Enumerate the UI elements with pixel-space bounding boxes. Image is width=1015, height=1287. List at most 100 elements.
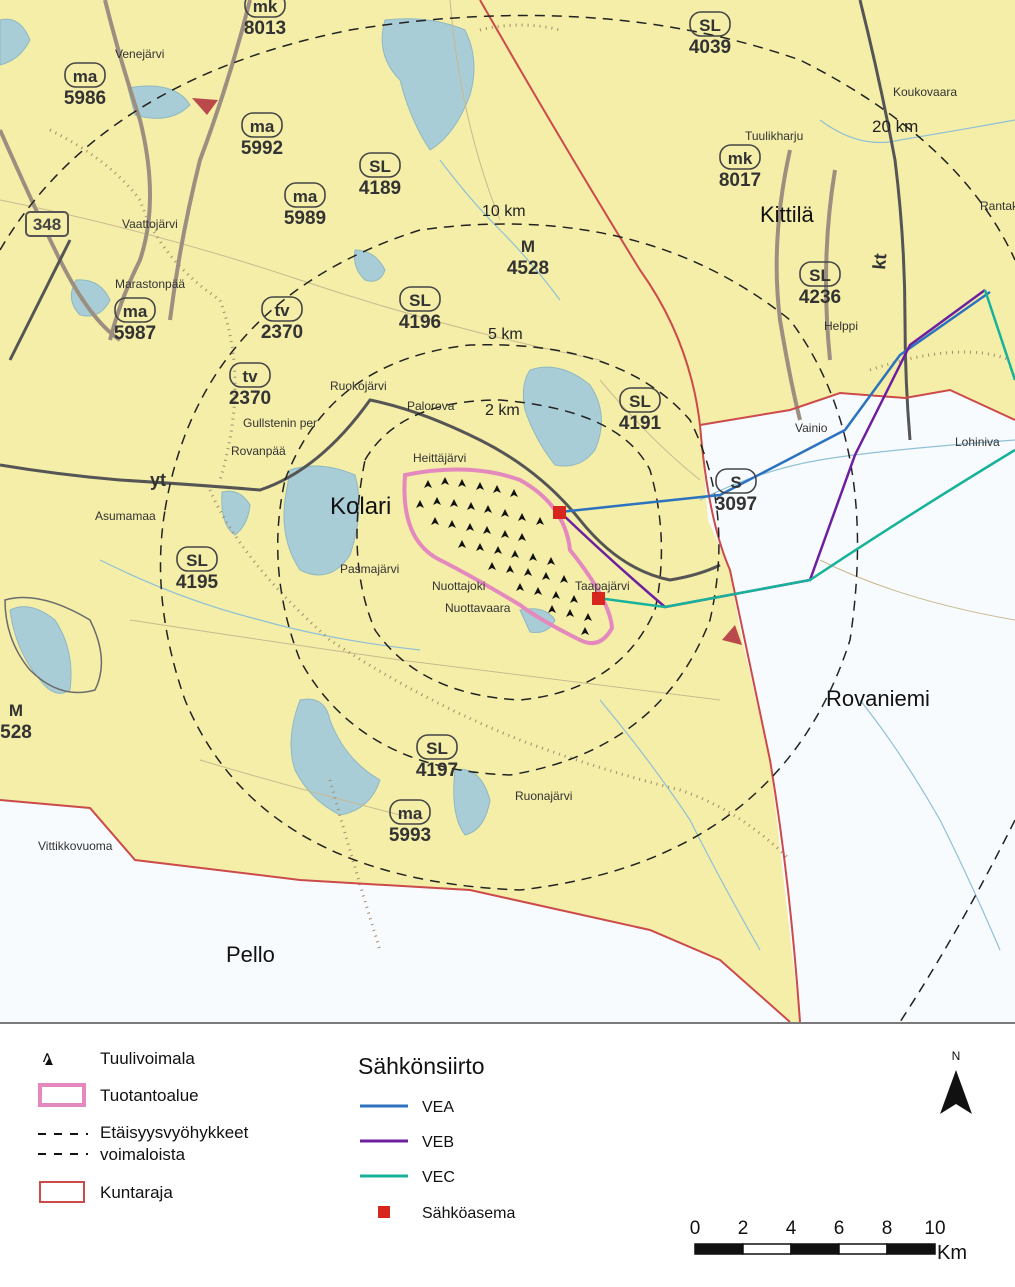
- area-label-code: tv: [242, 367, 258, 386]
- place-rovaniemi[interactable]: Rovaniemi: [826, 686, 930, 711]
- turbine-icon: [493, 485, 501, 493]
- area-label-id: 4196: [399, 312, 441, 333]
- place-kittila[interactable]: Kittilä: [760, 202, 815, 227]
- turbine-icon: [534, 587, 542, 595]
- area-label-id: 5986: [64, 88, 106, 109]
- area-label[interactable]: tv 2370: [229, 362, 271, 409]
- turbine-icon: [510, 489, 518, 497]
- turbine-icon: [458, 479, 466, 487]
- turbine-icon: [581, 627, 589, 635]
- small-label-taapajarvi: Taapajärvi: [575, 579, 630, 593]
- small-label-helppi: Helppi: [824, 319, 858, 333]
- area-label-pill: [719, 144, 761, 170]
- area-label[interactable]: SL 4236: [799, 261, 841, 308]
- area-label-code: SL: [629, 392, 651, 411]
- zone-label-2km: 2 km: [485, 402, 520, 419]
- area-label-pill: [244, 0, 286, 18]
- area-label-code: tv: [274, 301, 290, 320]
- small-label-rantakari: Rantakari: [980, 199, 1015, 213]
- water-bodies: [0, 18, 602, 836]
- scale-tick-label: 2: [738, 1218, 749, 1239]
- small-label-pasmajarvi: Pasmajärvi: [340, 562, 399, 576]
- pello-region: [0, 800, 790, 1022]
- place-kolari[interactable]: Kolari: [330, 493, 391, 520]
- area-label-pill: [389, 799, 431, 825]
- north-arrow-icon: [940, 1070, 972, 1114]
- turbine-icon: [506, 565, 514, 573]
- turbine-icon: [467, 502, 475, 510]
- area-label-code: SL: [809, 266, 831, 285]
- turbine-icon: [488, 562, 496, 570]
- scale-segment: [886, 1243, 936, 1255]
- area-label-id: 4197: [416, 760, 458, 781]
- production-area: [402, 467, 615, 645]
- legend-production-area-swatch: [38, 1083, 86, 1107]
- area-label-pill: [114, 297, 156, 323]
- legend-transmission-title: Sähkönsiirto: [358, 1053, 485, 1079]
- area-label[interactable]: SL 4191: [619, 387, 662, 434]
- area-label-code: M: [9, 701, 23, 720]
- road-label-yt: yt: [150, 470, 166, 490]
- area-label-id: 4236: [799, 287, 841, 308]
- turbine-icon: [433, 497, 441, 505]
- zone-label-5km: 5 km: [488, 326, 523, 343]
- area-label-code: S: [730, 473, 741, 492]
- legend-panel: ˄ Tuulivoimala Tuotantoalue Etäisyysvyöh…: [0, 1022, 1015, 1282]
- main-roads: [0, 0, 912, 582]
- area-label-id: 2370: [229, 388, 271, 409]
- legend-vea: VEA: [422, 1099, 454, 1116]
- line-vec: [597, 448, 1015, 609]
- area-label-code: SL: [426, 739, 448, 758]
- turbine-icon: [511, 550, 519, 558]
- turbine-icon: [529, 553, 537, 561]
- area-label-code: SL: [369, 157, 391, 176]
- small-label-vittikkovuoma: Vittikkovuoma: [38, 839, 113, 853]
- area-label-id: 5993: [389, 825, 431, 846]
- small-label-asumamaa: Asumamaa: [95, 509, 156, 523]
- scale-tick-label: 6: [834, 1218, 845, 1239]
- substation-north[interactable]: [553, 506, 566, 519]
- turbine-icon: [441, 477, 449, 485]
- turbine-icon: [524, 568, 532, 576]
- area-label-pill: [229, 362, 271, 388]
- area-label[interactable]: SL 4197: [416, 734, 458, 781]
- small-label-vaattojarvi: Vaattojärvi: [122, 217, 178, 231]
- small-label-nuottavaara: Nuottavaara: [445, 601, 511, 615]
- road-label-348: 348: [33, 215, 61, 234]
- area-label-code: SL: [186, 551, 208, 570]
- municipality-border: [0, 0, 1015, 1023]
- turbine-icon: [448, 520, 456, 528]
- legend-production-area: Tuotantoalue: [100, 1086, 199, 1105]
- area-label-pill: [416, 734, 458, 760]
- turbine-icon: [570, 595, 578, 603]
- turbine-icon: [547, 557, 555, 565]
- legend-distance-zones-1: Etäisyysvyöhykkeet: [100, 1123, 249, 1142]
- trails: [49, 23, 1011, 951]
- area-label-id: 4191: [619, 413, 662, 434]
- north-label: N: [952, 1049, 961, 1063]
- substation-south[interactable]: [592, 592, 605, 605]
- area-label-pill: [261, 296, 303, 322]
- place-pello[interactable]: Pello: [226, 942, 275, 967]
- small-label-ruonajarvi: Ruonajärvi: [515, 789, 572, 803]
- turbine-icon: [483, 526, 491, 534]
